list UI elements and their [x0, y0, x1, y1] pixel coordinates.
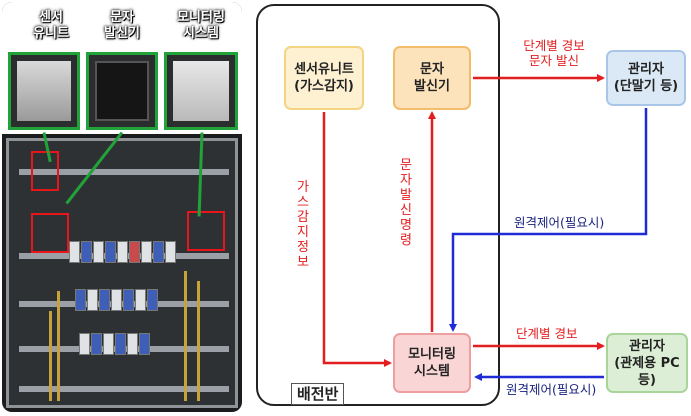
node-sensor-unit: 센서유니트(가스감지) — [284, 46, 364, 110]
distribution-panel-label: 배전반 — [291, 383, 345, 405]
sensor-location-marker — [31, 151, 59, 191]
node-manager-terminal: 관리자(단말기 등) — [606, 50, 686, 106]
label-stage-alarm-sms: 단계별 경보 문자 발신 — [523, 38, 585, 68]
label-remote-top: 원격제어(필요시) — [514, 215, 605, 230]
sensor-unit-photo — [8, 52, 80, 130]
monitoring-system-photo — [164, 52, 238, 130]
monitor-location-marker — [187, 211, 225, 251]
label-sms-command: 문 자 발 신 명 령 — [400, 158, 412, 248]
sms-sender-photo — [86, 52, 158, 130]
cabinet-interior — [6, 138, 238, 408]
label-remote-bottom: 원격제어(필요시) — [506, 382, 597, 397]
arrow-gas-info — [322, 112, 392, 367]
arrow-remote-top — [449, 108, 648, 332]
sender-location-marker — [31, 213, 69, 253]
label-gas-info: 가 스 감 지 정 보 — [297, 180, 309, 270]
label-stage-alarm: 단계별 경보 — [516, 326, 578, 341]
distribution-panel-boundary — [256, 4, 500, 406]
node-manager-pc: 관리자(관제용 PC 등) — [606, 333, 688, 393]
